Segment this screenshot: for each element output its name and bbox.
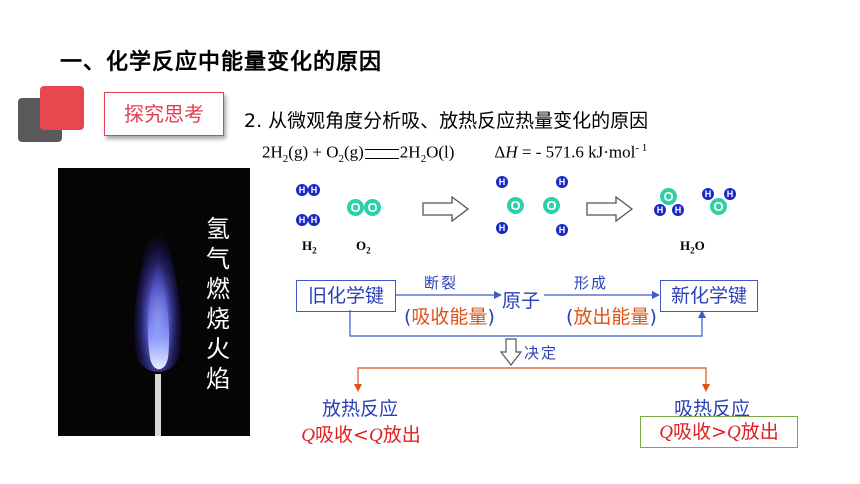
- o2-label: O2: [356, 238, 371, 256]
- hydrogen-atom: H: [556, 176, 568, 188]
- hydrogen-atom: H: [496, 176, 508, 188]
- form-label: 形成: [574, 274, 609, 292]
- hydrogen-atom: H: [308, 214, 320, 226]
- hydrogen-atom: H: [654, 204, 666, 216]
- oxygen-atom: O: [660, 188, 677, 205]
- oxygen-atom: O: [543, 197, 560, 214]
- bracket-connector: [349, 310, 706, 337]
- exothermic-condition: Q吸收<Q放出: [301, 424, 421, 446]
- new-bonds-box: 新化学键: [660, 280, 758, 312]
- oxygen-atom: O: [507, 197, 524, 214]
- flame-icon: [134, 208, 182, 436]
- branch-arrows: [354, 367, 710, 392]
- right-arrow-icon: [586, 196, 634, 222]
- hydrogen-flame-image: [58, 168, 250, 436]
- section-subtitle: 2. 从微观角度分析吸、放热反应热量变化的原因: [244, 110, 649, 132]
- hydrogen-atom: H: [556, 224, 568, 236]
- h2o-label: H2O: [680, 238, 705, 256]
- hydrogen-atom: H: [672, 204, 684, 216]
- hydrogen-atom: H: [724, 188, 736, 200]
- endothermic-title: 吸热反应: [673, 398, 750, 420]
- oxygen-atom: O: [710, 198, 727, 215]
- exothermic-title: 放热反应: [321, 398, 398, 420]
- atoms-label: 原子: [502, 290, 541, 312]
- flame-caption: 氢 气 燃 烧 火 焰: [206, 215, 230, 393]
- absorb-energy-label: (吸收能量): [404, 306, 495, 328]
- hydrogen-atom: H: [296, 214, 308, 226]
- hydrogen-atom: H: [308, 184, 320, 196]
- endothermic-condition: Q吸收>Q放出: [640, 416, 798, 448]
- decor-square-red: [40, 86, 84, 130]
- hydrogen-atom: H: [296, 184, 308, 196]
- right-arrow-icon: [422, 196, 470, 222]
- oxygen-atom: O: [364, 199, 381, 216]
- flow-arrows: [396, 291, 660, 299]
- h2-label: H2: [302, 238, 317, 256]
- explore-badge: 探究思考: [104, 92, 224, 136]
- decide-label: 决定: [524, 344, 559, 362]
- oxygen-atom: O: [347, 199, 364, 216]
- break-label: 断裂: [424, 274, 459, 292]
- down-arrow-icon: [500, 338, 522, 366]
- page-title: 一、化学反应中能量变化的原因: [60, 50, 383, 75]
- reaction-equation: 2H2(g) + O2(g)2H2O(l)ΔH = - 571.6 kJ·mol…: [262, 142, 648, 166]
- equals-sign: [364, 148, 399, 159]
- hydrogen-atom: H: [496, 222, 508, 234]
- old-bonds-box: 旧化学键: [296, 280, 396, 312]
- hydrogen-atom: H: [702, 188, 714, 200]
- release-energy-label: (放出能量): [566, 306, 657, 328]
